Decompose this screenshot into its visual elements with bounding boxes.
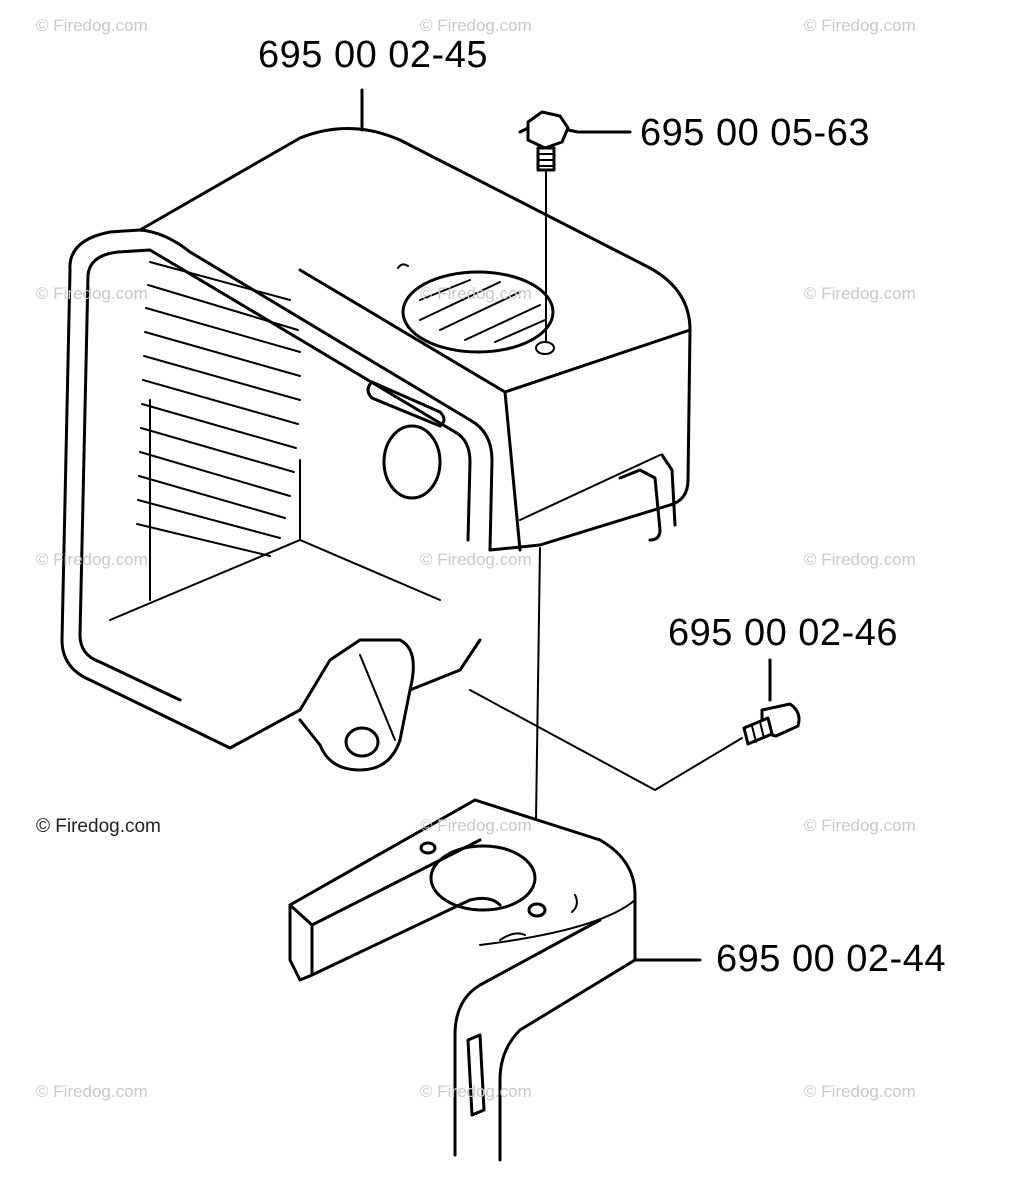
watermark: © Firedog.com [420, 550, 532, 569]
screw-icon [469, 658, 801, 792]
watermark: © Firedog.com [420, 284, 532, 303]
watermark: © Firedog.com [36, 550, 148, 569]
watermark: © Firedog.com [804, 816, 916, 835]
part-label-cover: 695 00 02-45 [258, 34, 488, 76]
muffler-cover-icon [60, 126, 692, 772]
watermark: © Firedog.com [36, 16, 148, 35]
bracket-icon [288, 798, 702, 1162]
flange-bolt-icon [518, 110, 632, 343]
watermark: © Firedog.com [36, 284, 148, 303]
watermark: © Firedog.com [804, 550, 916, 569]
watermark: © Firedog.com [420, 1082, 532, 1101]
watermark: © Firedog.com [420, 16, 532, 35]
part-label-flange-bolt: 695 00 05-63 [640, 112, 870, 154]
part-label-screw: 695 00 02-46 [668, 612, 898, 654]
watermark: © Firedog.com [420, 816, 532, 835]
watermark: © Firedog.com [36, 1082, 148, 1101]
part-label-bracket: 695 00 02-44 [716, 938, 946, 980]
watermark: © Firedog.com [36, 816, 161, 837]
watermark: © Firedog.com [804, 1082, 916, 1101]
watermark: © Firedog.com [804, 16, 916, 35]
watermark: © Firedog.com [804, 284, 916, 303]
assembly-line [535, 547, 541, 821]
